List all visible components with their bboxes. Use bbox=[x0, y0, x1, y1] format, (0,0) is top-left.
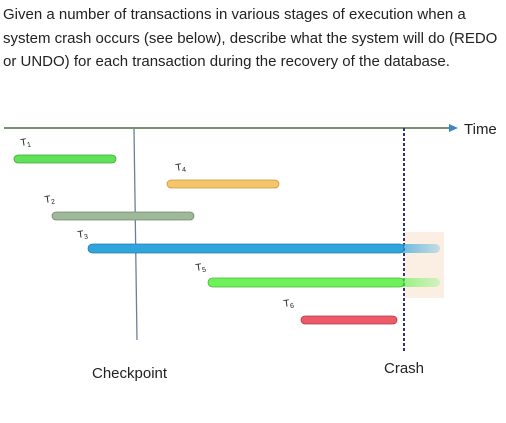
t3-label: T3 bbox=[77, 229, 89, 242]
t6-label: T6 bbox=[283, 298, 295, 311]
post-crash-region bbox=[404, 232, 444, 298]
transaction-t5: T5 bbox=[195, 262, 440, 288]
transaction-t1: T1 bbox=[13, 137, 117, 164]
t3-bar-faded bbox=[398, 244, 440, 253]
t1-bar bbox=[13, 154, 117, 164]
crash-label: Crash bbox=[384, 360, 424, 377]
t5-bar-faded bbox=[398, 278, 440, 287]
t3-bar bbox=[87, 243, 405, 254]
t2-label: T2 bbox=[44, 194, 56, 207]
t4-label: T4 bbox=[175, 162, 187, 175]
t5-label: T5 bbox=[195, 262, 207, 275]
checkpoint-label: Checkpoint bbox=[92, 365, 168, 382]
t5-bar bbox=[207, 277, 405, 288]
time-axis-arrowhead bbox=[449, 124, 458, 132]
question-text: Given a number of transactions in variou… bbox=[3, 6, 498, 70]
t1-label: T1 bbox=[20, 137, 32, 150]
transaction-t3: T3 bbox=[77, 229, 440, 254]
t4-bar bbox=[166, 179, 280, 189]
time-axis-label: Time bbox=[464, 121, 497, 138]
t2-bar bbox=[51, 211, 195, 221]
transaction-t2: T2 bbox=[44, 194, 195, 221]
t6-bar bbox=[300, 315, 398, 325]
transaction-t6: T6 bbox=[283, 298, 398, 325]
checkpoint-line bbox=[133, 128, 138, 341]
transaction-t4: T4 bbox=[166, 162, 280, 189]
